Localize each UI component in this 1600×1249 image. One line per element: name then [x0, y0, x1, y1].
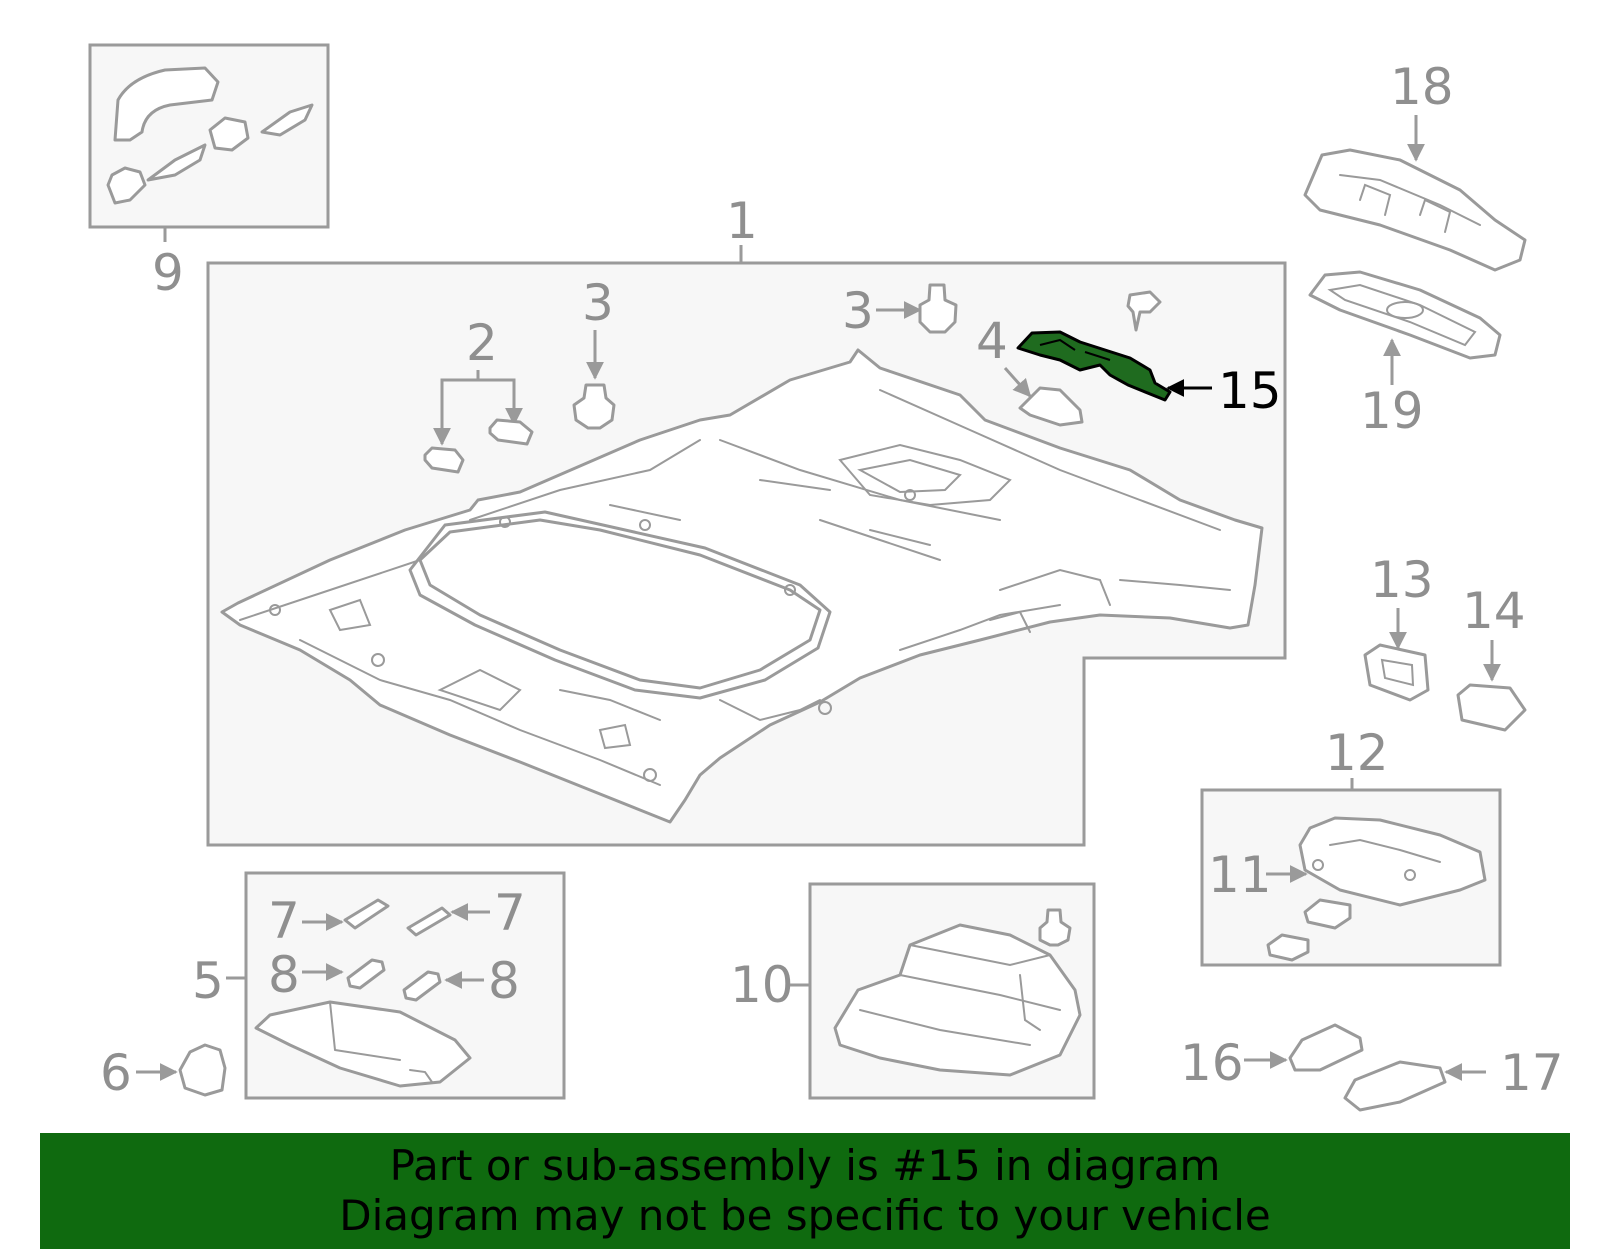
visor-holder-6-group: 6 — [100, 1043, 227, 1102]
sun-visor — [254, 1000, 472, 1088]
clip-2-right — [488, 418, 534, 446]
highlighted-part-15-group: 15 — [1016, 330, 1282, 420]
clip-2-left — [423, 446, 465, 474]
callout-10: 10 — [730, 956, 794, 1014]
callout-14: 14 — [1462, 582, 1526, 640]
bracket-4-group: 4 — [976, 290, 1162, 427]
clip-7-right — [406, 906, 452, 937]
callout-12: 12 — [1325, 724, 1389, 782]
lamp-16-group: 16 — [1180, 1023, 1364, 1092]
console-18-group: 18 — [1303, 58, 1527, 272]
bracket-4 — [1018, 386, 1084, 427]
callout-11: 11 — [1208, 846, 1272, 904]
map-light-11 — [1298, 816, 1487, 907]
callout-7-left: 7 — [268, 892, 300, 950]
push-clip — [1126, 290, 1162, 332]
callout-3-left: 3 — [582, 274, 614, 332]
callout-18: 18 — [1390, 58, 1454, 116]
fastener-3-right-group: 3 — [842, 282, 958, 340]
console-18 — [1303, 148, 1527, 272]
clip-group-2: 2 — [423, 314, 534, 474]
lens-19-group: 19 — [1308, 270, 1502, 440]
grab-handle — [113, 66, 220, 142]
fastener-3-left-group: 3 — [572, 274, 616, 430]
callout-17: 17 — [1500, 1044, 1564, 1102]
callout-13: 13 — [1370, 551, 1434, 609]
pin-8-left — [346, 958, 386, 990]
clip-7-left — [343, 898, 390, 930]
banner-line-2: Diagram may not be specific to your vehi… — [339, 1191, 1271, 1240]
callout-8-left: 8 — [268, 946, 300, 1004]
callout-7-right: 7 — [494, 884, 526, 942]
callout-19: 19 — [1360, 382, 1424, 440]
callout-2: 2 — [466, 314, 498, 372]
callout-3-right: 3 — [842, 282, 874, 340]
lens-11a — [1303, 898, 1352, 930]
lamp-17-group: 17 — [1343, 1044, 1564, 1112]
assist-grip-group: 9 — [88, 43, 330, 302]
info-banner: Part or sub-assembly is #15 in diagram D… — [40, 1133, 1570, 1249]
sunroof-opening — [418, 518, 822, 690]
console-screw — [1038, 908, 1072, 947]
pin-8-right — [402, 970, 442, 1002]
handle-clip-right — [260, 103, 314, 137]
map-light-12-group: 12 11 — [1200, 724, 1502, 967]
callout-5: 5 — [192, 952, 224, 1010]
handle-cap-right — [208, 116, 250, 152]
switch-14-group: 14 — [1456, 582, 1527, 732]
callout-8-right: 8 — [488, 952, 520, 1010]
fastener-3-left — [572, 383, 616, 430]
visor-holder-6 — [178, 1043, 227, 1097]
lens-11b — [1266, 933, 1310, 962]
sunvisor-5-group: 5 7 7 8 8 — [192, 871, 566, 1100]
callout-15: 15 — [1218, 362, 1282, 420]
headliner-group: 1 — [206, 192, 1287, 847]
handle-cap-left — [106, 166, 147, 205]
handle-clip-left — [146, 143, 207, 182]
lamp-17 — [1343, 1060, 1447, 1112]
lens-19 — [1308, 270, 1502, 360]
callout-9: 9 — [152, 244, 184, 302]
banner-line-1: Part or sub-assembly is #15 in diagram — [389, 1141, 1221, 1190]
fastener-3-right — [918, 283, 958, 334]
switch-14 — [1456, 683, 1527, 732]
overhead-console-10-group: 10 — [730, 882, 1096, 1100]
callout-16: 16 — [1180, 1034, 1244, 1092]
lamp-16 — [1288, 1023, 1364, 1072]
switch-13 — [1363, 643, 1430, 702]
callout-6: 6 — [100, 1044, 132, 1102]
switch-13-group: 13 — [1363, 551, 1434, 702]
callout-1: 1 — [726, 192, 758, 250]
callout-4: 4 — [976, 312, 1008, 370]
